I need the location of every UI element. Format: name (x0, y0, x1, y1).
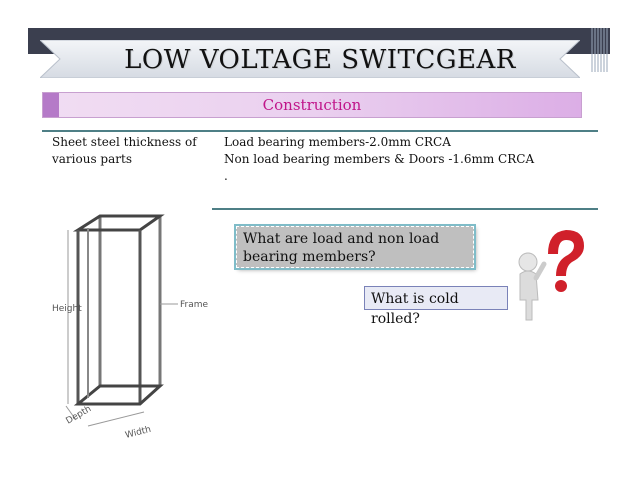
detail-list: Load bearing members-2.0mm CRCA Non load… (224, 134, 604, 185)
height-label: Height (52, 304, 82, 314)
question-cold-rolled: What is cold rolled? (371, 291, 459, 327)
detail-dot: . (224, 169, 228, 183)
question-load-bearing: What are load and non load bearing membe… (243, 231, 440, 265)
question-mark-figure-icon (518, 230, 584, 321)
banner-stripes (591, 28, 608, 72)
section-title: Construction (262, 96, 362, 114)
middle-divider (212, 208, 598, 210)
section-bar (42, 92, 582, 118)
width-label: Width (124, 425, 152, 438)
frame-diagram: Height Frame Depth Width (52, 214, 209, 438)
thickness-label: Sheet steel thickness of various parts (52, 135, 197, 166)
callout-cold-rolled: What is cold rolled? (364, 286, 508, 327)
detail-load-bearing: Load bearing members-2.0mm CRCA (224, 135, 451, 149)
title-ribbon (40, 40, 580, 78)
callout-load-bearing: What are load and non load bearing membe… (236, 226, 474, 268)
depth-label: Depth (65, 404, 94, 426)
slide-title: LOW VOLTAGE SWITCGEAR (124, 45, 516, 75)
detail-non-load-bearing: Non load bearing members & Doors -1.6mm … (224, 152, 535, 166)
top-divider (42, 130, 598, 132)
frame-label: Frame (180, 300, 209, 310)
